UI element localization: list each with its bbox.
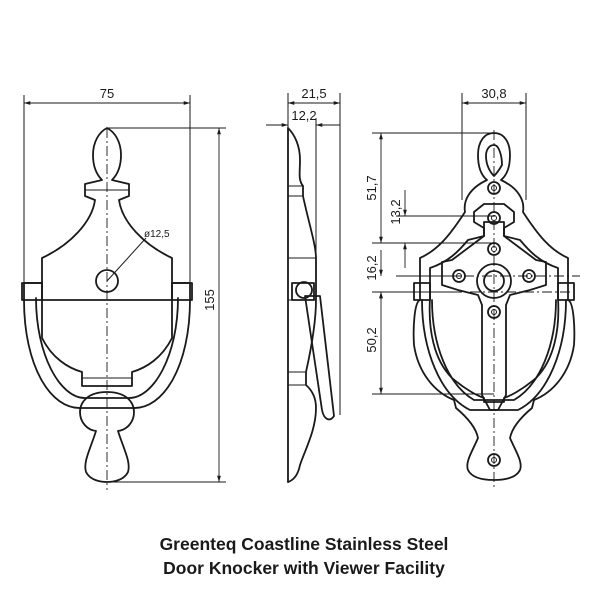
back-middle-label: 16,2 [364,255,379,280]
product-caption: Greenteq Coastline Stainless Steel Door … [0,532,608,580]
front-height-label: 155 [202,289,217,311]
front-view: ø12,5 75 155 [21,86,226,490]
caption-line-1: Greenteq Coastline Stainless Steel [159,534,449,554]
back-view: 30,8 51,7 13,2 16,2 50,2 [364,86,580,490]
back-top-label: 51,7 [364,175,379,200]
back-width-label: 30,8 [481,86,506,101]
front-width-label: 75 [100,86,114,101]
caption-line-2: Door Knocker with Viewer Facility [163,558,445,578]
back-lower-label: 50,2 [364,327,379,352]
technical-drawing: ø12,5 75 155 21,5 12,2 [21,86,580,490]
side-depth-label: 21,5 [301,86,326,101]
side-view: 21,5 12,2 [266,86,341,483]
hole-diameter-label: ø12,5 [144,229,170,240]
side-inner-label: 12,2 [291,108,316,123]
back-upper-label: 13,2 [388,199,403,224]
